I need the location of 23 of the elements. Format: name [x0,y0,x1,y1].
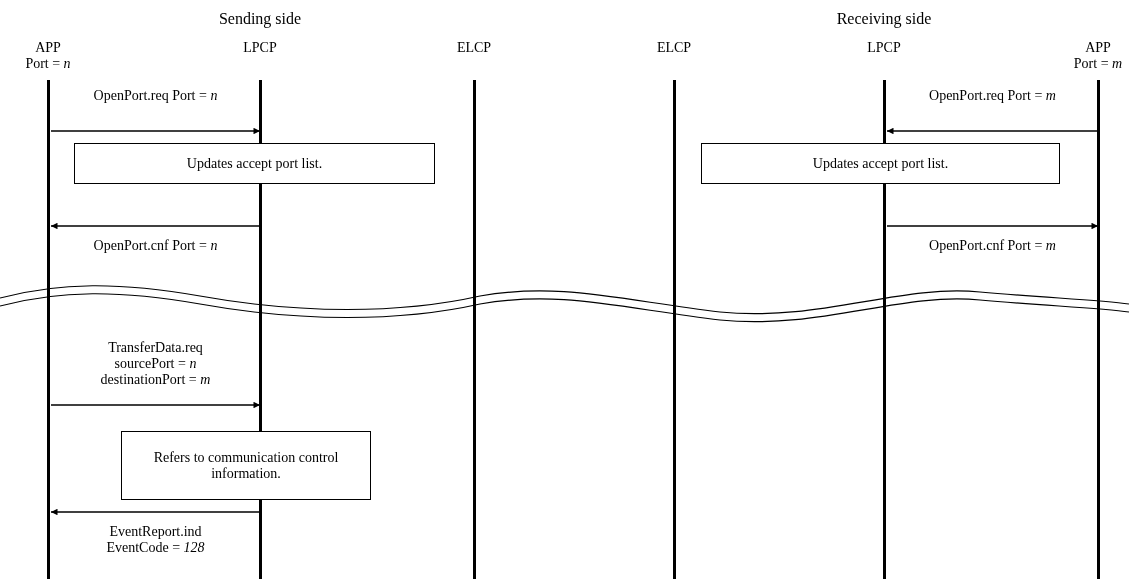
arrow [50,222,261,230]
participant-label: LPCP [866,40,902,56]
arrow [50,401,261,409]
edge-label: TransferData.req sourcePort = n destinationPort = m [99,340,212,388]
edge-label: OpenPort.req Port = n [92,88,219,104]
arrow [886,222,1099,230]
arrow [50,127,261,135]
heading-label: Receiving side [835,10,933,28]
process-box: Updates accept port list. [701,143,1060,184]
participant-label: ELCP [655,40,693,56]
participant-label: LPCP [242,40,278,56]
edge-label: OpenPort.req Port = m [928,88,1057,104]
edge-label: OpenPort.cnf Port = m [928,238,1057,254]
participant-label: ELCP [455,40,493,56]
process-box: Updates accept port list. [74,143,435,184]
arrow [886,127,1099,135]
process-box: Refers to communication control information. [121,431,371,500]
participant-label: APP Port = m [1072,40,1124,72]
heading-label: Sending side [217,10,303,28]
arrow [50,508,261,516]
edge-label: EventReport.ind EventCode = 128 [105,524,206,556]
participant-label: APP Port = n [24,40,72,72]
edge-label: OpenPort.cnf Port = n [92,238,219,254]
